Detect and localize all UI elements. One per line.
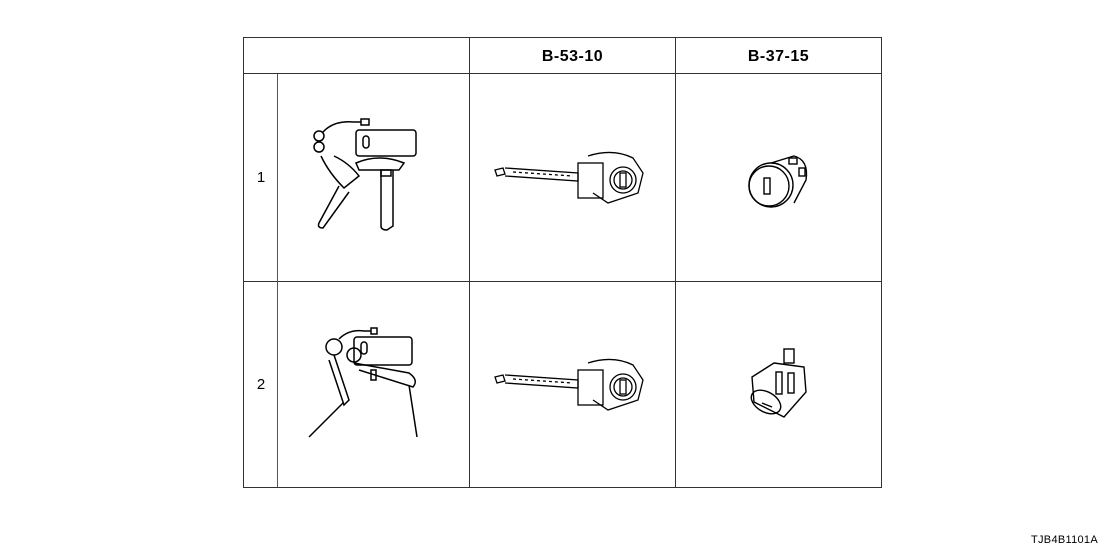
row-divider <box>244 281 881 282</box>
header-blank <box>244 38 469 75</box>
ignition-cylinder-illustration-2 <box>676 282 881 487</box>
header-b-53-10: B-53-10 <box>541 47 604 65</box>
parts-table: B-53-10 B-37-15 1 2 <box>243 37 882 488</box>
steering-lock-illustration-2 <box>470 282 675 487</box>
column-divider-1 <box>469 38 470 487</box>
ignition-cylinder-angled-icon <box>750 348 807 418</box>
row-number-1: 1 <box>256 169 266 186</box>
header-divider <box>244 73 881 74</box>
steering-lock-illustration-1 <box>470 74 675 281</box>
key-set-folding-illustration <box>278 74 469 281</box>
steering-lock-icon <box>493 151 644 204</box>
key-set-blank-illustration <box>278 282 469 487</box>
number-column-divider <box>277 74 278 487</box>
ignition-cylinder-illustration-1 <box>676 74 881 281</box>
diagram-code: TJB4B1101A <box>1030 534 1098 546</box>
header-b-37-15: B-37-15 <box>747 47 810 65</box>
steering-lock-icon <box>493 358 644 411</box>
folding-key-icon <box>312 117 417 231</box>
column-divider-2 <box>675 38 676 487</box>
ignition-cylinder-icon <box>747 154 807 208</box>
blank-key-icon <box>307 326 418 438</box>
row-number-2: 2 <box>256 376 266 393</box>
